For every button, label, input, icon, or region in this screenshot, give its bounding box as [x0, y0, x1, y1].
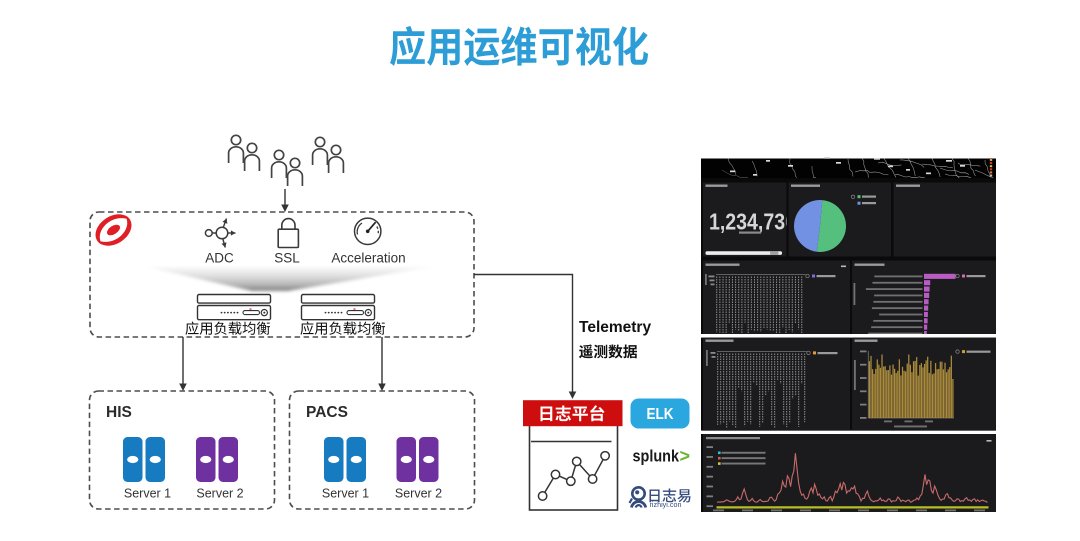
svg-text:Telemetry: Telemetry	[579, 319, 651, 336]
svg-text:splunk: splunk	[633, 447, 680, 466]
svg-text:Acceleration: Acceleration	[331, 251, 405, 266]
svg-text:Server 2: Server 2	[196, 487, 243, 501]
svg-text:Server 1: Server 1	[124, 487, 171, 501]
svg-text:ADC: ADC	[205, 251, 234, 266]
svg-text:PACS: PACS	[306, 404, 348, 421]
svg-text:HIS: HIS	[106, 404, 132, 421]
svg-text:SSL: SSL	[274, 251, 300, 266]
svg-text:>: >	[680, 446, 691, 466]
svg-text:ELK: ELK	[647, 406, 675, 423]
svg-text:Server 1: Server 1	[322, 487, 369, 501]
svg-text:rizhiyi.con: rizhiyi.con	[650, 500, 682, 509]
svg-text:Server 2: Server 2	[395, 487, 442, 501]
svg-text:1,234,730: 1,234,730	[709, 209, 796, 235]
